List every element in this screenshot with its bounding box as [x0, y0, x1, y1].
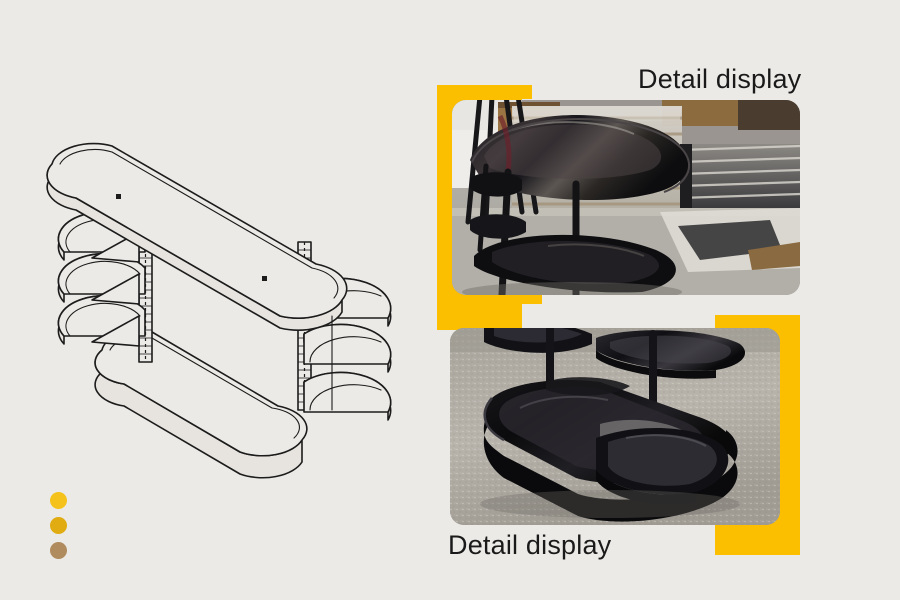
fastener-hole [116, 194, 121, 199]
upper-left-shelf [484, 328, 592, 353]
decorative-dot [50, 542, 67, 559]
upper-right-shelf [596, 330, 746, 379]
detail-display-card-1: Detail display [430, 60, 810, 330]
detail-display-card-2: Detail display [430, 310, 820, 565]
detail-photo-warehouse[interactable] [452, 100, 800, 295]
left-brackets [91, 231, 140, 347]
product-lower-shelf [474, 234, 676, 293]
yellow-frame-top [437, 85, 532, 99]
decorative-dot [50, 517, 67, 534]
top-oval-panel [46, 142, 348, 331]
detail-display-caption-1: Detail display [638, 64, 802, 94]
right-shelves [303, 277, 392, 421]
yellow-frame-top [715, 315, 800, 329]
lower-right-semi-shelf [596, 427, 729, 505]
yellow-frame-bottom [715, 540, 800, 555]
fastener-hole [262, 276, 267, 281]
decorative-dot-stack [50, 492, 72, 564]
base-slab [94, 330, 308, 479]
product-line-drawing: .ln { fill:none; stroke:#1c1c1c; stroke-… [40, 110, 410, 500]
detail-photo-closeup[interactable] [450, 328, 780, 525]
detail-display-caption-2: Detail display [448, 530, 612, 560]
decorative-dot [50, 492, 67, 509]
